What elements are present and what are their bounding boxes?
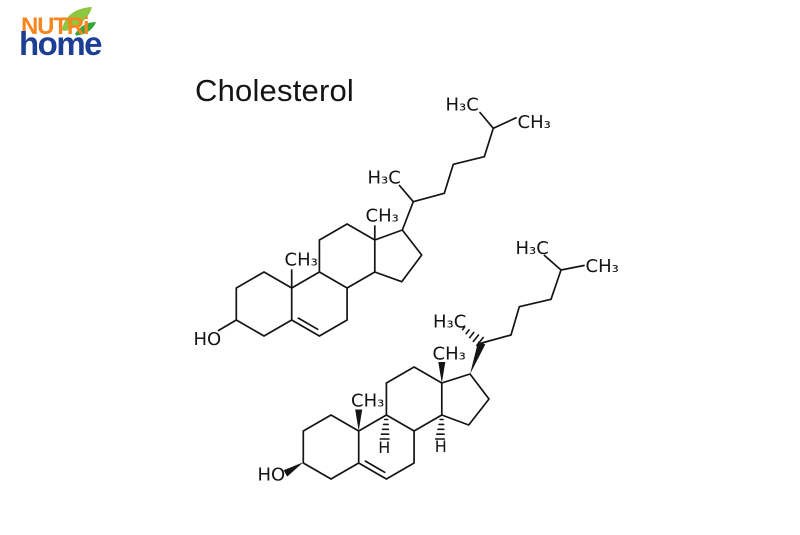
methyl-label: H₃C <box>446 95 479 116</box>
methyl-label: CH₃ <box>285 250 318 271</box>
wedge-bond-c13-methyl <box>438 362 446 383</box>
methyl-label: CH₃ <box>433 344 466 365</box>
leaf-light-shape <box>62 7 92 31</box>
double-bond-inner-line <box>297 317 319 331</box>
leaf-icon <box>62 7 96 36</box>
hashed-bond-c9-hydrogen <box>379 418 390 440</box>
methyl-label: CH₃ <box>366 206 399 227</box>
page-title: Cholesterol <box>195 73 355 108</box>
hashed-bond-c14-hydrogen <box>434 418 446 440</box>
logo-brand-bottom: home <box>19 25 103 62</box>
methyl-label: CH₃ <box>586 256 619 277</box>
methyl-label: CH₃ <box>351 391 384 412</box>
leaf-dark-shape <box>75 22 96 36</box>
molecule-cholesterol-stereo: HO CH₃ CH₃ H₃C H₃C CH₃ H H <box>258 238 619 486</box>
hashed-bond-c20-methyl <box>461 326 484 347</box>
ring-bonds <box>235 223 423 337</box>
substituent-bonds <box>217 111 517 332</box>
molecule-cholesterol-plain: HO CH₃ CH₃ H₃C H₃C CH₃ <box>194 95 551 351</box>
methyl-label: H₃C <box>433 312 466 333</box>
double-bond-inner-line <box>364 460 386 474</box>
wedge-bond-c17-c20 <box>470 341 486 375</box>
logo-brand-top: NUTRi <box>21 13 90 40</box>
wedge-bond-hydroxyl <box>283 462 304 477</box>
hydroxyl-label: HO <box>194 329 222 350</box>
methyl-label: H₃C <box>368 168 401 189</box>
nutrihome-logo: NUTRi home <box>0 0 130 72</box>
hydrogen-label: H <box>435 437 447 456</box>
ring-bonds <box>302 366 490 480</box>
wedge-bond-c10-methyl <box>355 409 363 431</box>
hydrogen-label: H <box>378 438 390 457</box>
side-chain-bonds <box>480 254 585 344</box>
hydroxyl-label: HO <box>258 465 286 486</box>
methyl-label: H₃C <box>516 238 549 259</box>
methyl-label: CH₃ <box>518 112 551 133</box>
